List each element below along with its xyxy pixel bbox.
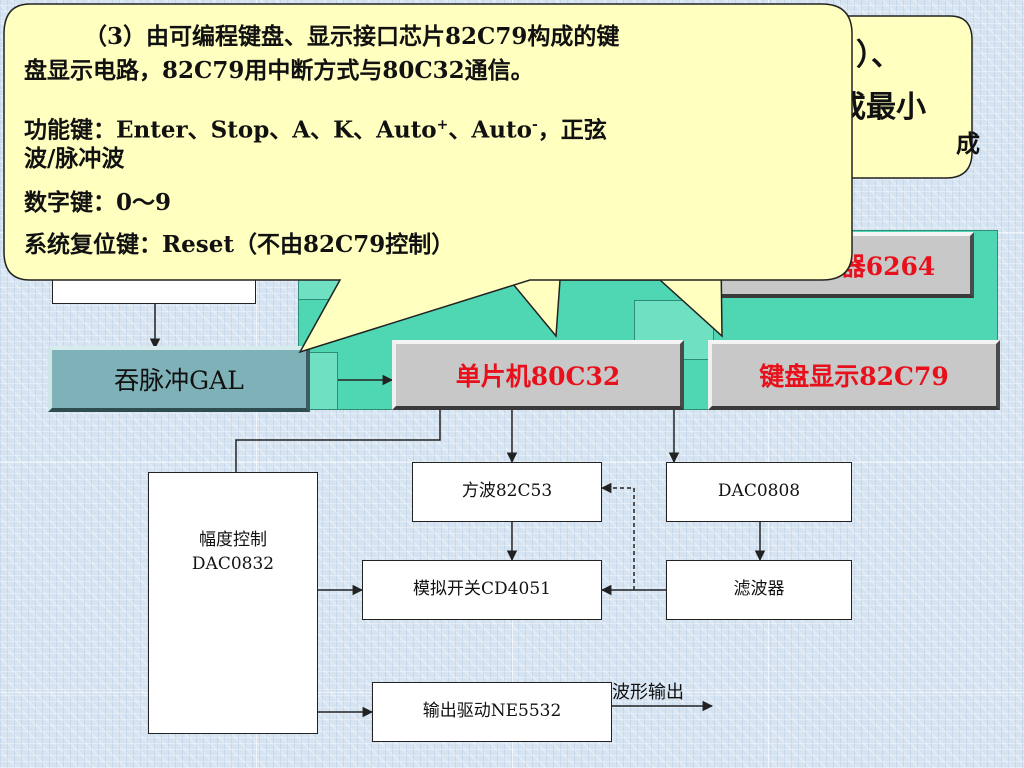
callout-line-3: 功能键：Enter、Stop、A、K、Auto+、Auto-，正弦 (24, 108, 607, 148)
mcu-block: 单片机80C32 (392, 340, 684, 410)
background-bubble-fragment-1: ）、 (856, 38, 901, 73)
gal-block: 吞脉冲GAL (48, 346, 310, 412)
square-wave-block: 方波82C53 (412, 462, 602, 522)
callout-superscript-minus: - (531, 117, 538, 133)
callout-line-3-part-c: ，正弦 (537, 116, 607, 144)
filter-label: 滤波器 (733, 579, 785, 600)
keyboard-display-label: 键盘显示82C79 (759, 362, 949, 391)
square-wave-label: 方波82C53 (461, 481, 553, 502)
callout-superscript-plus: + (436, 117, 449, 133)
callout-line-1: （3）由可编程键盘、显示接口芯片82C79构成的键 (84, 23, 620, 50)
amplitude-label-1: 幅度控制 (199, 530, 267, 550)
mcu-label: 单片机80C32 (455, 362, 621, 391)
amplitude-label-2: DAC0832 (191, 553, 275, 574)
board-panel-cell (308, 352, 338, 410)
dac0808-label: DAC0808 (717, 481, 801, 502)
callout-line-5: 数字键：0～9 (24, 189, 172, 216)
waveform-output-label: 波形输出 (612, 682, 684, 703)
callout-line-2: 盘显示电路，82C79用中断方式与80C32通信。 (24, 57, 534, 84)
background-bubble-fragment-3: 成 (956, 129, 980, 158)
keyboard-display-block: 键盘显示82C79 (708, 340, 1000, 410)
output-driver-label: 输出驱动NE5532 (422, 701, 562, 722)
gal-label: 吞脉冲GAL (114, 366, 244, 395)
callout-line-4: 波/脉冲波 (24, 145, 125, 172)
filter-block: 滤波器 (666, 560, 852, 620)
callout-line-3-part-b: 、Auto (448, 116, 532, 144)
analog-switch-label: 模拟开关CD4051 (413, 579, 551, 600)
callout-line-6: 系统复位键：Reset（不由82C79控制） (24, 231, 455, 258)
amplitude-control-block: 幅度控制 DAC0832 (148, 472, 318, 734)
callout-line-3-part-a: 功能键：Enter、Stop、A、K、Auto (24, 116, 437, 144)
output-driver-block: 输出驱动NE5532 (372, 682, 612, 742)
dac0808-block: DAC0808 (666, 462, 852, 522)
